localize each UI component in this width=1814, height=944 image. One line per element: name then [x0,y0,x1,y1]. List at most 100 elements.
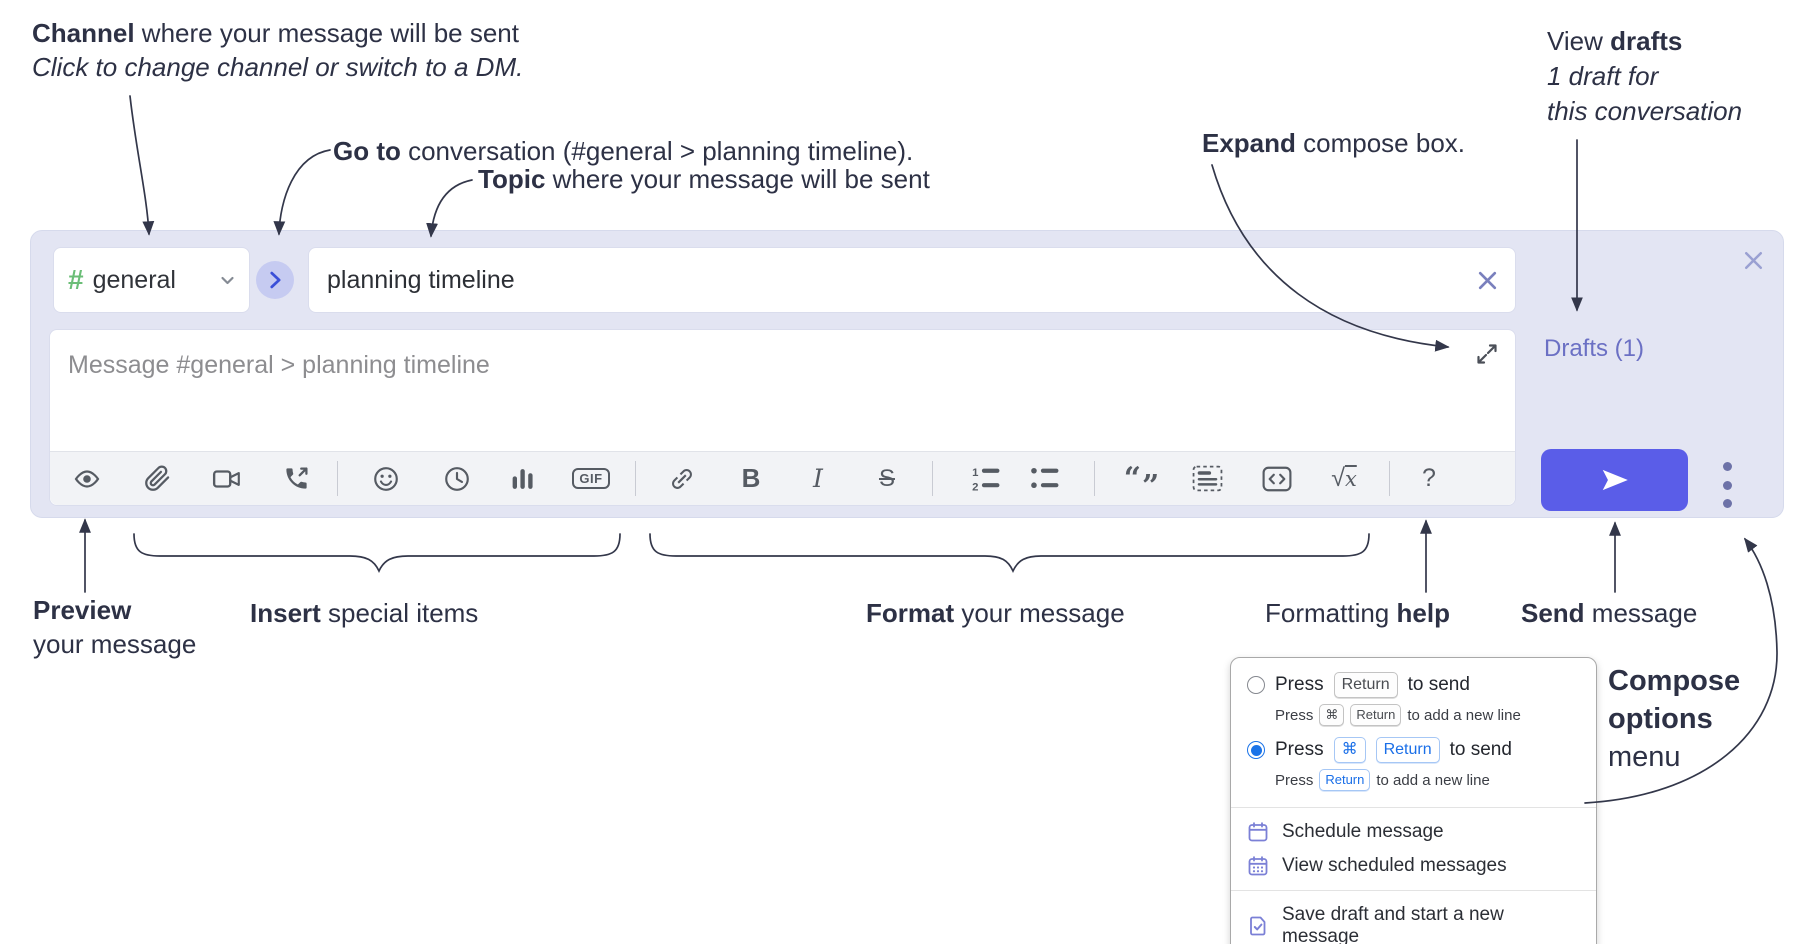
spoiler-icon [1192,465,1222,492]
preview-note: Preview your message [33,595,197,659]
menu-divider [1231,890,1596,891]
close-icon [1478,271,1497,289]
radio-unselected-icon[interactable] [1247,676,1265,694]
topic-input[interactable] [325,264,1474,296]
video-camera-icon [212,469,240,488]
topic-pointer-line [426,179,473,238]
add-global-time-button[interactable] [438,460,476,498]
toolbar-divider [1094,461,1095,496]
cmd-enter-sends-option[interactable]: Press ⌘ Return to send [1231,735,1596,765]
add-gif-button[interactable]: GIF [572,460,610,498]
view-drafts-note: View drafts 1 draft for this conversatio… [1547,26,1743,126]
quote-icon: “” [1123,460,1160,504]
code-icon [1262,466,1292,491]
send-icon [1602,469,1628,491]
expand-compose-button[interactable] [1474,341,1502,369]
view-scheduled-messages-item[interactable]: View scheduled messages [1231,849,1596,883]
kbd-return: Return [1333,672,1398,698]
add-poll-button[interactable] [503,460,541,498]
schedule-message-item[interactable]: Schedule message [1231,815,1596,849]
add-voice-call-button[interactable] [277,460,315,498]
strikethrough-icon: S [878,464,895,492]
send-note: Send message [1521,598,1698,628]
kbd-cmd: ⌘ [1319,704,1345,726]
expand-note: Expand compose box. [1202,128,1466,158]
compose-options-button[interactable] [1715,462,1739,508]
channel-name: general [92,265,176,294]
topic-field [308,247,1516,313]
link-icon [672,468,692,489]
emoji-button[interactable] [367,460,405,498]
channel-hash-icon: # [68,264,84,295]
ol-number-1: 1 [972,467,978,479]
message-input[interactable] [50,330,1515,450]
radio-selected-icon[interactable] [1247,741,1265,759]
menu-divider [1231,807,1596,808]
insert-note: Insert special items [250,598,479,628]
spoiler-button[interactable] [1188,460,1226,498]
gif-icon: GIF [572,468,610,489]
quote-button[interactable]: “” [1122,460,1160,504]
channel-selector[interactable]: # general [53,247,250,313]
insert-link-button[interactable] [663,460,701,498]
chevron-down-icon [221,276,234,284]
kbd-return: Return [1350,704,1402,726]
send-button[interactable] [1541,449,1688,511]
compose-box: # general [30,230,1784,518]
draft-check-icon [1250,916,1266,936]
kbd-cmd: ⌘ [1333,737,1366,763]
phone-call-icon [285,467,308,489]
save-draft-item[interactable]: Save draft and start a new message [1231,898,1596,944]
compose-options-note: Compose options menu [1608,665,1741,773]
numbered-list-icon: 1 2 [972,467,999,493]
cmd-enter-sends-subtext: Press Return to add a new line [1231,765,1596,800]
goto-note: Go to conversation (#general > planning … [333,136,914,166]
goto-pointer-line [273,149,331,236]
math-button[interactable]: √x [1325,460,1363,498]
toolbar-divider [337,461,338,496]
toolbar-divider [635,461,636,496]
ellipsis-dot [1722,462,1732,471]
calendar-days-icon [1248,856,1268,876]
toolbar-divider [1389,461,1390,496]
compose-options-menu: Press Return to send Press ⌘ Return to a… [1230,657,1597,944]
topic-note: Topic where your message will be sent [478,164,930,194]
ellipsis-dot [1722,499,1732,508]
enter-sends-option[interactable]: Press Return to send [1231,670,1596,700]
enter-sends-subtext: Press ⌘ Return to add a new line [1231,700,1596,735]
kbd-return: Return [1375,737,1440,763]
preview-button[interactable] [68,460,106,498]
numbered-list-button[interactable]: 1 2 [966,460,1004,498]
compose-toolbar: GIF B I [50,451,1515,505]
bulleted-list-icon [1030,467,1058,489]
sqrt-x-icon: √x [1331,464,1357,492]
channel-note: Channel where your message will be sent … [32,18,524,82]
toolbar-divider [932,461,933,496]
smiley-icon [374,466,398,491]
strikethrough-button[interactable]: S [868,460,906,498]
expand-diagonal-icon [1477,344,1497,364]
question-mark-icon: ? [1422,464,1436,492]
bulleted-list-button[interactable] [1025,460,1063,498]
add-video-call-button[interactable] [208,460,246,498]
goto-conversation-button[interactable] [256,261,294,299]
bold-button[interactable]: B [732,460,770,498]
message-box: GIF B I [49,329,1516,506]
format-brace [649,533,1370,574]
drafts-link[interactable]: Drafts (1) [1544,335,1645,362]
topic-clear-button[interactable] [1474,267,1501,294]
compose-close-button[interactable] [1737,244,1769,276]
paperclip-icon [144,465,169,491]
code-button[interactable] [1258,460,1296,498]
ellipsis-dot [1722,480,1732,490]
bar-chart-icon [512,469,533,489]
bold-icon: B [741,463,761,493]
italic-button[interactable]: I [799,460,837,498]
calendar-icon [1248,822,1268,842]
channel-pointer-line [129,95,155,236]
message-formatting-help-button[interactable]: ? [1410,460,1448,498]
attach-file-button[interactable] [138,460,176,498]
italic-icon: I [813,464,823,493]
chevron-right-icon [270,271,281,289]
